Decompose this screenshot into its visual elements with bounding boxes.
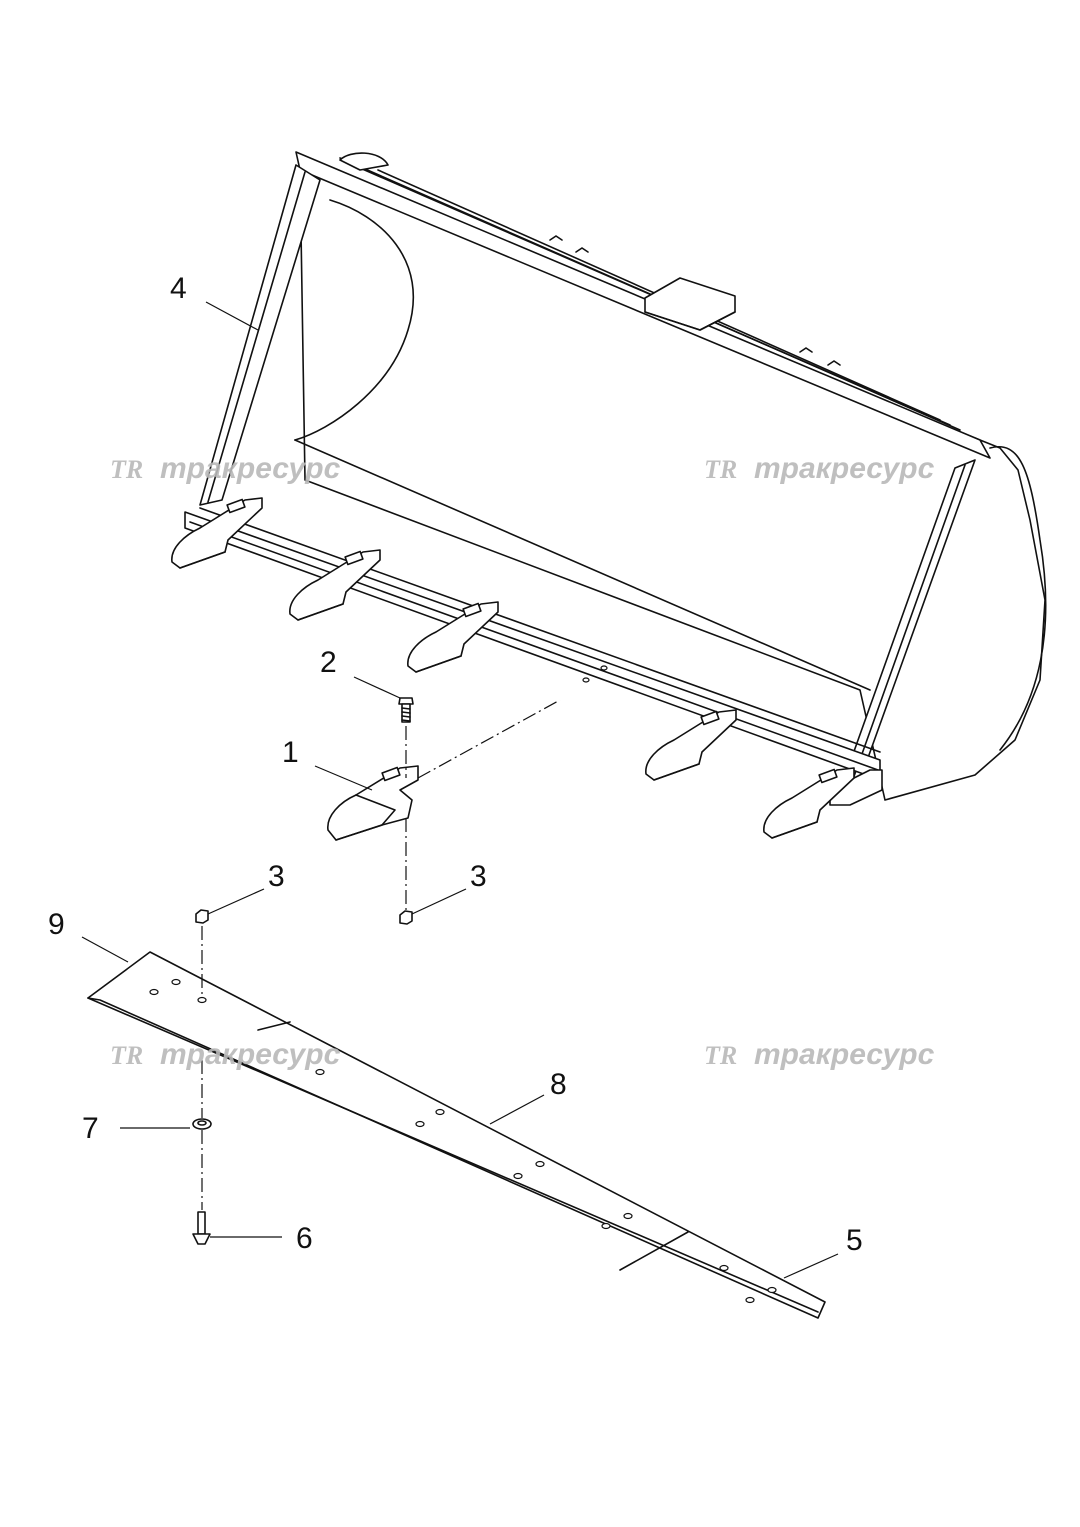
callout-1: 1 (282, 736, 299, 769)
callout-7: 7 (82, 1112, 99, 1145)
exploded-tooth (327, 765, 419, 841)
bucket-teeth (171, 497, 855, 839)
watermark-brand: тракресурс (754, 452, 935, 485)
plow-bolt-part-6 (192, 1211, 211, 1245)
washer-part-7 (192, 1118, 212, 1130)
cutting-blade (87, 951, 826, 1319)
watermark-logo: TR (110, 455, 143, 484)
watermark-brand: тракресурс (160, 1038, 341, 1071)
callout-3-left: 3 (268, 860, 285, 893)
watermark-top-right: TR тракресурс (704, 452, 935, 485)
callout-5: 5 (846, 1224, 863, 1257)
callout-9: 9 (48, 908, 65, 941)
watermark-logo: TR (704, 455, 737, 484)
watermark-brand: тракресурс (754, 1038, 935, 1071)
nut-part-3-a (195, 909, 209, 924)
leader-lines (81, 301, 839, 1279)
assembly-centerlines (201, 699, 561, 1210)
callout-2: 2 (320, 646, 337, 679)
callout-6: 6 (296, 1222, 313, 1255)
callout-4: 4 (170, 272, 187, 305)
callout-8: 8 (550, 1068, 567, 1101)
callout-labels: 4 2 1 3 3 9 8 7 6 5 (48, 272, 863, 1257)
watermark-brand: тракресурс (160, 452, 341, 485)
watermark-logo: TR (110, 1041, 143, 1070)
watermark-bottom-left: TR тракресурс (110, 1038, 341, 1071)
watermark-top-left: TR тракресурс (110, 452, 341, 485)
callout-3-right: 3 (470, 860, 487, 893)
bolt-part-2 (398, 697, 414, 723)
watermark-bottom-right: TR тракресурс (704, 1038, 935, 1071)
watermark-logo: TR (704, 1041, 737, 1070)
nut-part-3-b (399, 910, 413, 925)
